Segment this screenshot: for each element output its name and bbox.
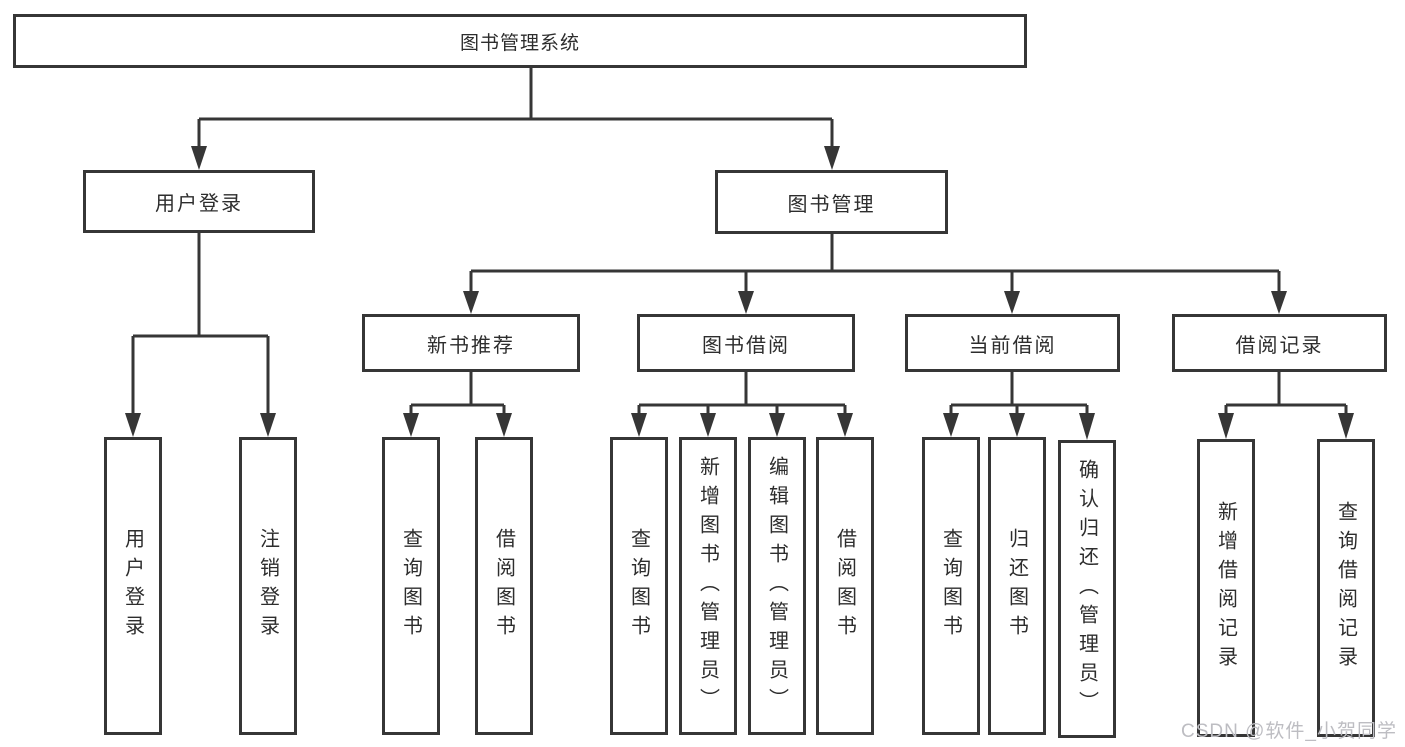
leaf-borrow-book-under-borrowing: 借阅图书 xyxy=(816,437,874,735)
leaf-add-borrowing-record: 新增借阅记录 xyxy=(1197,439,1255,737)
leaf-label: 用户登录 xyxy=(121,528,144,644)
node-label: 用户登录 xyxy=(155,193,243,215)
leaf-label: 新增借阅记录 xyxy=(1214,501,1237,675)
node-book-borrowing: 图书借阅 xyxy=(637,314,855,372)
node-label: 借阅记录 xyxy=(1235,334,1324,357)
leaf-label: 借阅图书 xyxy=(492,528,515,644)
node-user-login: 用户登录 xyxy=(83,170,315,233)
leaf-confirm-return-admin: 确认归还（管理员） xyxy=(1058,440,1116,738)
node-new-book-recommendation: 新书推荐 xyxy=(362,314,580,372)
leaf-logout: 注销登录 xyxy=(239,437,297,735)
leaf-query-book-under-current: 查询图书 xyxy=(922,437,980,735)
leaf-return-book: 归还图书 xyxy=(988,437,1046,735)
node-label: 图书管理系统 xyxy=(459,32,580,54)
node-book-management: 图书管理 xyxy=(715,170,948,234)
node-borrowing-records: 借阅记录 xyxy=(1172,314,1387,372)
node-library-management-system: 图书管理系统 xyxy=(13,14,1027,68)
leaf-label: 查询图书 xyxy=(399,528,422,644)
leaf-label: 归还图书 xyxy=(1005,528,1028,644)
leaf-label: 编辑图书（管理员） xyxy=(765,455,788,717)
leaf-edit-book-admin: 编辑图书（管理员） xyxy=(748,437,806,735)
node-label: 图书管理 xyxy=(787,193,876,216)
arrowheads xyxy=(125,146,1354,440)
leaf-label: 注销登录 xyxy=(256,528,279,644)
node-current-borrowing: 当前借阅 xyxy=(905,314,1120,372)
node-label: 新书推荐 xyxy=(427,334,515,357)
node-label: 图书借阅 xyxy=(702,334,790,357)
leaf-label: 借阅图书 xyxy=(833,528,856,644)
leaf-user-login: 用户登录 xyxy=(104,437,162,735)
leaf-label: 查询图书 xyxy=(627,528,650,644)
leaf-query-book-under-recommendation: 查询图书 xyxy=(382,437,440,735)
leaf-borrow-book-under-recommendation: 借阅图书 xyxy=(475,437,533,735)
leaf-query-borrowing-record: 查询借阅记录 xyxy=(1317,439,1375,737)
leaf-label: 查询图书 xyxy=(939,528,962,644)
leaf-query-book-under-borrowing: 查询图书 xyxy=(610,437,668,735)
node-label: 当前借阅 xyxy=(968,334,1057,357)
leaf-label: 确认归还（管理员） xyxy=(1075,458,1098,720)
leaf-label: 新增图书（管理员） xyxy=(696,455,719,717)
watermark: CSDN @软件_小贺同学 xyxy=(1181,721,1397,742)
leaf-label: 查询借阅记录 xyxy=(1334,501,1357,675)
leaf-add-book-admin: 新增图书（管理员） xyxy=(679,437,737,735)
